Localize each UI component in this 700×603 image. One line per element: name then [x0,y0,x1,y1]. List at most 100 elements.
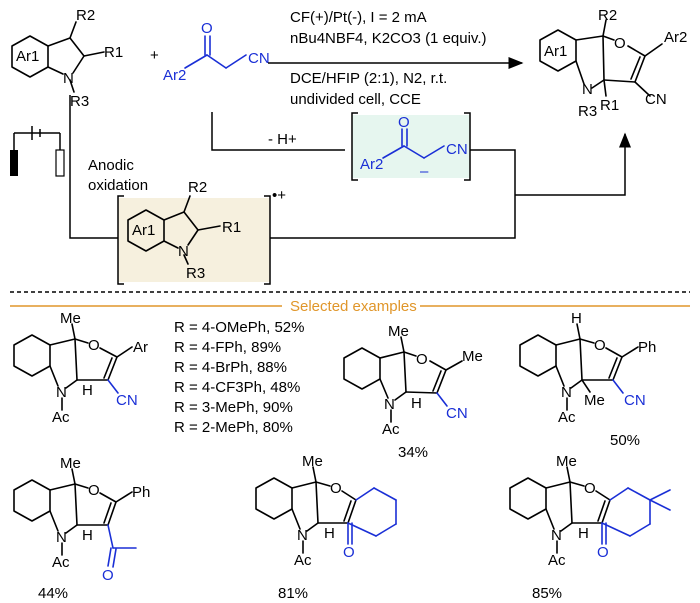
condition-2: nBu4NBF4, K2CO3 (1 equiv.) [290,30,486,47]
ex1-o: O [88,337,100,354]
condition-1: CF(+)/Pt(-), I = 2 mA [290,9,427,26]
carbanion-charge: – [420,163,429,180]
ex3-n: N [561,384,572,401]
ex2-me-top: Me [388,323,409,340]
rc-n: N [178,243,189,260]
product-n: N [582,81,593,98]
label-ar2: Ar2 [163,67,186,84]
product-ar2: Ar2 [664,29,687,46]
ex6-o: O [584,480,596,497]
electrode-icon [10,126,65,177]
r-group-list: R = 4-OMePh, 52% R = 4-FPh, 89% R = 4-Br… [174,319,304,436]
example-5: Me O N H Ac O 81% [255,453,397,602]
example-3: H O Ph N Me Ac CN 50% [519,310,656,449]
deprotonation-line [211,112,345,151]
ex2-ac: Ac [382,421,400,438]
bracket-right-2 [464,112,471,181]
anodic-text-1: Anodic [88,157,134,174]
ex5-yield: 81% [278,585,308,602]
ex3-cn: CN [624,392,646,409]
ex5-ac: Ac [294,552,312,569]
r-item-1: R = 4-OMePh, 52% [174,319,304,336]
product-r2: R2 [598,7,617,24]
ex3-o: O [594,337,606,354]
ex6-h: H [578,525,589,542]
ex3-ac: Ac [558,409,576,426]
radical-cation-indole: Ar1 N R2 R1 R3 [127,179,241,282]
ex1-h: H [82,382,93,399]
ketonitrile-reactant: O Ar2 CN [163,20,270,84]
ex2-yield: 34% [398,444,428,461]
ex5-o: O [330,480,342,497]
example-6: Me O N H Ac O 85% [509,453,671,602]
r-item-6: R = 2-MePh, 80% [174,419,293,436]
bracket-left-2 [351,112,358,181]
radical-cation-sign: •+ [272,187,286,204]
ex3-ph: Ph [638,339,656,356]
ex2-h: H [411,395,422,412]
ex1-cn: CN [116,392,138,409]
example-4: Me O Ph N H Ac O 44% [13,455,150,602]
label-ar1: Ar1 [16,48,39,65]
product-r3: R3 [578,103,597,120]
product-cn: CN [645,91,667,108]
ex3-h: H [571,310,582,327]
label-n: N [63,70,74,87]
ex1-me: Me [60,310,81,327]
ex6-o-carbonyl: O [597,544,609,561]
examples-header: Selected examples [290,298,417,315]
ex4-n: N [56,529,67,546]
ex2-me: Me [462,348,483,365]
ex1-n: N [56,384,67,401]
ex6-yield: 85% [532,585,562,602]
ex4-o: O [88,482,100,499]
carbanion-cn: CN [446,141,468,158]
carbanion: O Ar2 CN – [360,114,468,180]
ex2-n: N [384,396,395,413]
bracket-left [117,195,124,285]
ex6-ac: Ac [548,552,566,569]
ex1-ac: Ac [52,409,70,426]
rc-r1: R1 [222,219,241,236]
plus-sign: + [150,47,159,64]
ex5-o-carbonyl: O [343,544,355,561]
rc-ar1: Ar1 [132,222,155,239]
anodic-text-2: oxidation [88,177,148,194]
r-item-2: R = 4-FPh, 89% [174,339,281,356]
to-product-arrow [515,132,631,196]
oxidation-pathway [69,95,120,239]
ex2-o: O [416,351,428,368]
r-item-4: R = 4-CF3Ph, 48% [174,379,300,396]
ex5-n: N [297,527,308,544]
label-o: O [201,20,213,37]
ex4-h: H [82,527,93,544]
ex3-me: Me [584,392,605,409]
ex4-ac: Ac [52,554,70,571]
ex1-ar: Ar [133,339,148,356]
deprotonation-label: - H+ [268,131,297,148]
label-r1: R1 [104,44,123,61]
ex2-cn: CN [446,405,468,422]
ex4-ph: Ph [132,484,150,501]
example-1: Me O Ar N H Ac CN [13,310,148,426]
example-2: Me O Me N H Ac CN 34% [343,323,483,461]
ex6-me: Me [556,453,577,470]
rc-r3: R3 [186,265,205,282]
ex6-n: N [551,527,562,544]
product-structure: Ar1 O N R2 Ar2 R1 R3 CN [539,7,687,120]
ex5-me: Me [302,453,323,470]
ex3-yield: 50% [610,432,640,449]
bracket-right [264,195,271,285]
condition-4: undivided cell, CCE [290,91,421,108]
ex5-h: H [324,525,335,542]
label-r2: R2 [76,7,95,24]
carbanion-o: O [398,114,410,131]
product-ar1: Ar1 [544,43,567,60]
coupling-line [270,149,516,239]
product-o: O [614,35,626,52]
rc-r2: R2 [188,179,207,196]
label-r3: R3 [70,93,89,110]
indole-reactant: Ar1 N R2 R1 R3 [11,7,123,110]
ex4-yield: 44% [38,585,68,602]
